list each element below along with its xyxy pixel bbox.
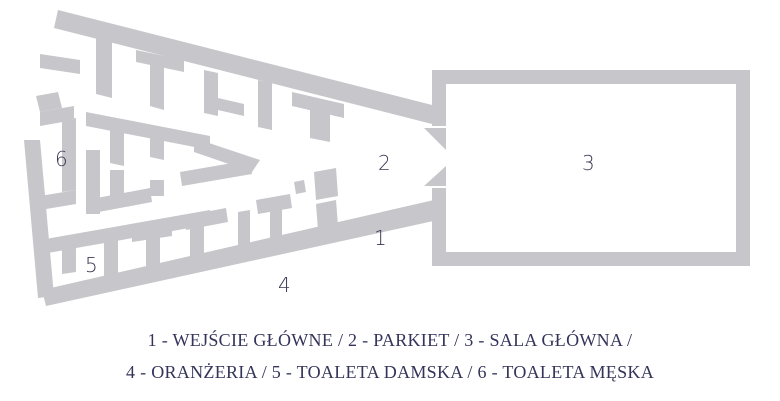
room-number-6: 6 — [55, 147, 68, 171]
lower-rooms — [40, 194, 292, 292]
legend-line-1: 1 - WEJŚCIE GŁÓWNE / 2 - PARKIET / 3 - S… — [147, 330, 633, 350]
room-number-5: 5 — [85, 253, 98, 277]
middle-rooms — [40, 106, 338, 230]
upper-rooms — [40, 38, 344, 142]
room-number-2: 2 — [378, 151, 391, 175]
room-number-1: 1 — [374, 226, 387, 250]
floor-plan: 1 2 3 4 5 6 — [24, 10, 750, 306]
legend-line-2: 4 - ORANŻERIA / 5 - TOALETA DAMSKA / 6 -… — [126, 362, 654, 382]
room-number-4: 4 — [278, 273, 291, 297]
room-number-3: 3 — [582, 151, 595, 175]
main-hall-walls — [424, 70, 750, 266]
